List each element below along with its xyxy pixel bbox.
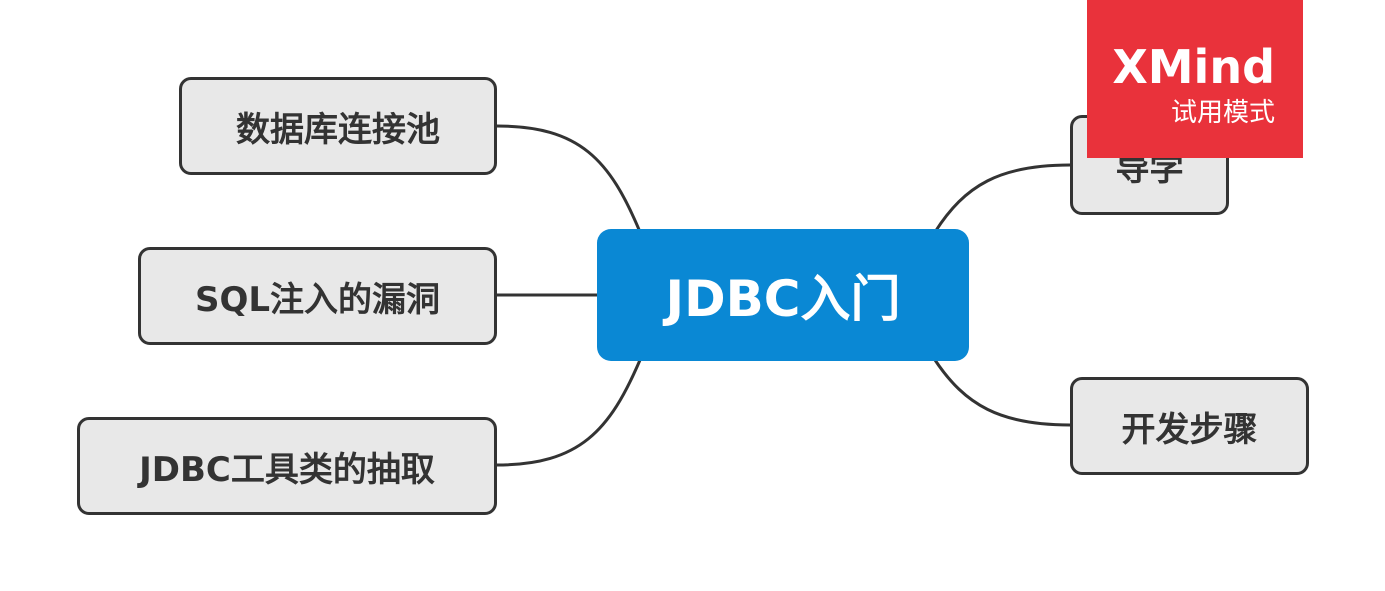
watermark-subtitle: 试用模式 <box>1170 98 1275 128</box>
topic-development-steps[interactable]: 开发步骤 <box>1070 377 1309 475</box>
topic-label: 开发步骤 <box>1121 409 1258 450</box>
xmind-trial-watermark: XMind 试用模式 <box>1087 0 1303 158</box>
topic-label: SQL注入的漏洞 <box>194 279 441 320</box>
topic-sql-injection[interactable]: SQL注入的漏洞 <box>138 247 497 345</box>
topic-label: JDBC工具类的抽取 <box>139 449 435 490</box>
topic-label: 数据库连接池 <box>236 109 440 150</box>
topic-database-connection-pool[interactable]: 数据库连接池 <box>179 77 497 175</box>
connector-to-jdbc-utility <box>496 359 642 467</box>
central-topic[interactable]: JDBC入门 <box>597 229 969 361</box>
topic-jdbc-utility-extraction[interactable]: JDBC工具类的抽取 <box>77 417 497 515</box>
central-topic-label: JDBC入门 <box>665 270 901 328</box>
connector-to-database-pool <box>496 124 642 233</box>
connector-to-dev-steps <box>933 359 1071 427</box>
watermark-logo: XMind <box>1112 40 1275 94</box>
connector-to-intro <box>933 163 1071 233</box>
